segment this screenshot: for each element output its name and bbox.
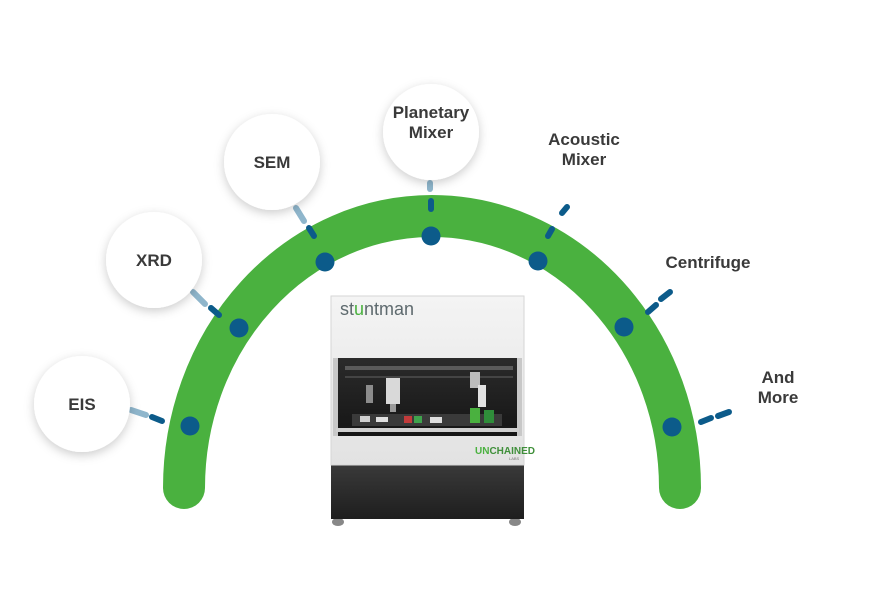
connection-arch xyxy=(163,195,701,509)
connection-nodes xyxy=(180,226,682,437)
caster-right xyxy=(509,518,521,526)
acoustic-mixer-connector-dash xyxy=(559,204,570,216)
centrifuge-label: Centrifuge xyxy=(666,253,751,272)
acoustic-mixer-label-line: Mixer xyxy=(562,150,607,169)
and-more-connector-dash xyxy=(715,409,732,419)
centrifuge-connector-dash xyxy=(645,302,659,315)
gantry-probe-1 xyxy=(390,404,396,412)
planetary-mixer-bubble xyxy=(383,84,479,180)
caster-left xyxy=(332,518,344,526)
eis-label-line: EIS xyxy=(68,395,95,414)
sem-node xyxy=(315,252,335,272)
stuntman-robot: stuntman UNCHAINED LABS xyxy=(330,295,535,526)
brand-logo: stuntman xyxy=(340,299,414,319)
eis-node xyxy=(180,416,200,436)
deck-item xyxy=(360,416,370,422)
door-right xyxy=(517,358,522,436)
eis-bubble xyxy=(34,356,130,452)
deck-item xyxy=(484,410,494,423)
and-more-label-line: And xyxy=(761,368,794,387)
gantry-rail-2 xyxy=(345,376,513,378)
gantry-rail xyxy=(345,366,513,370)
sem-bubble xyxy=(224,114,320,210)
and-more-label-line: More xyxy=(758,388,799,407)
gantry-head-1 xyxy=(386,378,400,404)
sem-label-line: SEM xyxy=(254,153,291,172)
planetary-mixer-node xyxy=(421,226,441,246)
acoustic-mixer-connector-dash xyxy=(545,226,555,239)
planetary-mixer-label-line: Mixer xyxy=(409,123,454,142)
deck-item xyxy=(414,416,422,423)
deck-item xyxy=(470,408,480,423)
robot-base xyxy=(331,464,524,519)
xrd-connector-dash xyxy=(190,289,208,307)
and-more-connector-dash xyxy=(698,415,714,425)
eis-label: EIS xyxy=(68,395,95,414)
deck-lip xyxy=(336,428,519,432)
sem-connector-dash xyxy=(293,205,307,224)
planetary-mixer-label-line: Planetary xyxy=(393,103,470,122)
eis-connector-dash xyxy=(128,407,149,418)
deck-item xyxy=(404,416,412,423)
xrd-node xyxy=(229,318,249,338)
connector-lines xyxy=(128,180,732,425)
centrifuge-connector-dash xyxy=(658,289,673,302)
centrifuge-node xyxy=(614,317,634,337)
sem-connector-dash xyxy=(306,225,317,239)
maker-sub: LABS xyxy=(509,456,520,461)
eis-connector-dash xyxy=(149,414,165,424)
xrd-label-line: XRD xyxy=(136,251,172,270)
deck xyxy=(352,414,502,426)
xrd-connector-dash xyxy=(208,305,222,318)
deck-item xyxy=(376,417,388,422)
gantry-head-4 xyxy=(366,385,373,403)
centrifuge-label-line: Centrifuge xyxy=(666,253,751,272)
door-left xyxy=(333,358,338,436)
gantry-head-2 xyxy=(470,372,480,388)
sem-label: SEM xyxy=(254,153,291,172)
deck-item xyxy=(430,417,442,423)
and-more-node xyxy=(662,417,682,437)
maker-logo: UNCHAINED xyxy=(475,446,535,457)
acoustic-mixer-label-line: Acoustic xyxy=(548,130,620,149)
xrd-bubble xyxy=(106,212,202,308)
gantry-head-3 xyxy=(478,385,486,407)
xrd-label: XRD xyxy=(136,251,172,270)
acoustic-mixer-node xyxy=(528,251,548,271)
